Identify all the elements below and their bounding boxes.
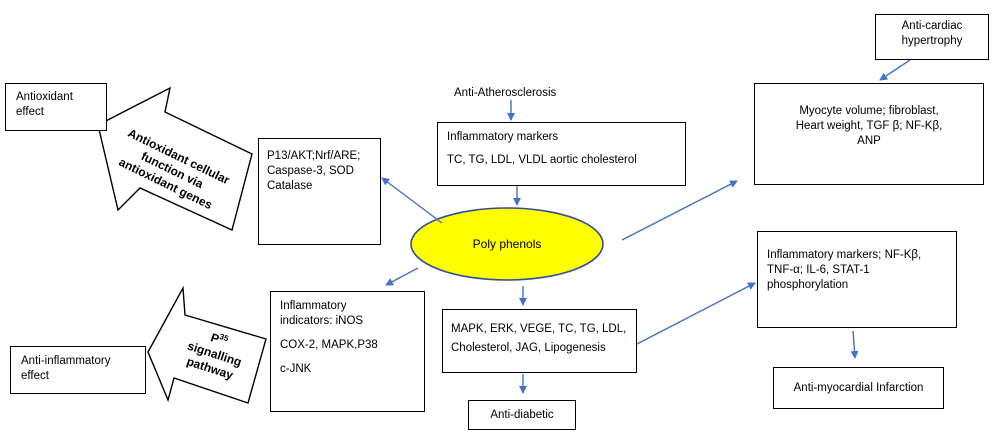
p13-pathway-box: P13/AKT;Nrf/ARE; Caspase-3, SOD Catalase: [258, 138, 381, 245]
p35-block-arrow: [147, 285, 267, 404]
inflammatory-markers-box: Inflammatory markers TC, TG, LDL, VLDL a…: [437, 122, 686, 186]
indicators-line-3: COX-2, MAPK,P38: [280, 339, 378, 351]
inflammatory-indicators-box: Inflammatory indicators: iNOS COX-2, MAP…: [270, 291, 425, 412]
mapk-line-1: MAPK, ERK, VEGE, TC, TG, LDL,: [451, 323, 627, 335]
arrow-polyphenols-to-indicators: [385, 267, 419, 286]
polyphenols-label: Poly phenols: [472, 237, 542, 251]
arrow-nfkb-to-antimi: [850, 330, 859, 359]
anti-myocardial-infarction-box: Anti-myocardial Infarction: [773, 367, 944, 409]
inflammatory-markers-values: TC, TG, LDL, VLDL aortic cholesterol: [447, 154, 637, 166]
mapk-line-2: Cholesterol, JAG, Lipogenesis: [451, 342, 606, 354]
inflammatory-markers-title: Inflammatory markers: [447, 131, 559, 143]
anti-cardiac-line-1: Anti-cardiac: [901, 20, 963, 32]
anti-cardiac-hypertrophy-box: Anti-cardiac hypertrophy: [875, 14, 989, 60]
myocyte-line-1: Myocyte volume; fibroblast,: [799, 105, 939, 117]
arrow-polyphenols-to-p13: [381, 177, 443, 224]
anti-cardiac-line-2: hypertrophy: [901, 35, 963, 47]
anti-diabetic-label: Anti-diabetic: [490, 409, 554, 421]
anti-mi-label: Anti-myocardial Infarction: [793, 382, 924, 394]
p13-line-3: Catalase: [267, 180, 313, 192]
nfkb-line-1: Inflammatory markers; NF-Kβ,: [767, 249, 922, 261]
antioxidant-block-arrow: [97, 86, 253, 231]
nfkb-line-2: TNF-α; IL-6, STAT-1: [767, 264, 870, 276]
arrow-mapk-to-nfkb: [636, 282, 756, 345]
antioxidant-effect-line-1: Antioxidant: [16, 91, 73, 103]
antioxidant-effect-line-2: effect: [16, 106, 44, 118]
anti-inflammatory-line-1: Anti-inflammatory: [21, 355, 111, 367]
antioxidant-effect-box: Antioxidant effect: [5, 83, 107, 131]
myocyte-box: Myocyte volume; fibroblast, Heart weight…: [754, 83, 984, 185]
polyphenols-ellipse: [410, 207, 604, 281]
anti-inflammatory-effect-box: Anti-inflammatory effect: [10, 346, 146, 394]
myocyte-line-2: Heart weight, TGF β; NF-Kβ,: [795, 120, 943, 132]
indicators-line-4: c-JNK: [280, 363, 312, 375]
indicators-line-2: indicators: iNOS: [280, 315, 364, 327]
arrow-polyphenols-to-myocyte: [621, 180, 738, 241]
p13-line-2: Caspase-3, SOD: [267, 165, 354, 177]
nfkb-line-3: phosphorylation: [767, 279, 849, 291]
indicators-line-1: Inflammatory: [280, 300, 347, 312]
p13-line-1: P13/AKT;Nrf/ARE;: [267, 150, 361, 162]
myocyte-line-3: ANP: [857, 135, 881, 147]
anti-atherosclerosis-label: Anti-Atherosclerosis: [454, 87, 557, 99]
anti-diabetic-box: Anti-diabetic: [468, 400, 576, 430]
anti-inflammatory-line-2: effect: [21, 370, 49, 382]
arrow-cardiac-to-myocyte: [879, 59, 911, 81]
inflammatory-nfkb-box: Inflammatory markers; NF-Kβ, TNF-α; IL-6…: [757, 231, 957, 328]
mapk-box: MAPK, ERK, VEGE, TC, TG, LDL, Cholestero…: [442, 309, 637, 373]
